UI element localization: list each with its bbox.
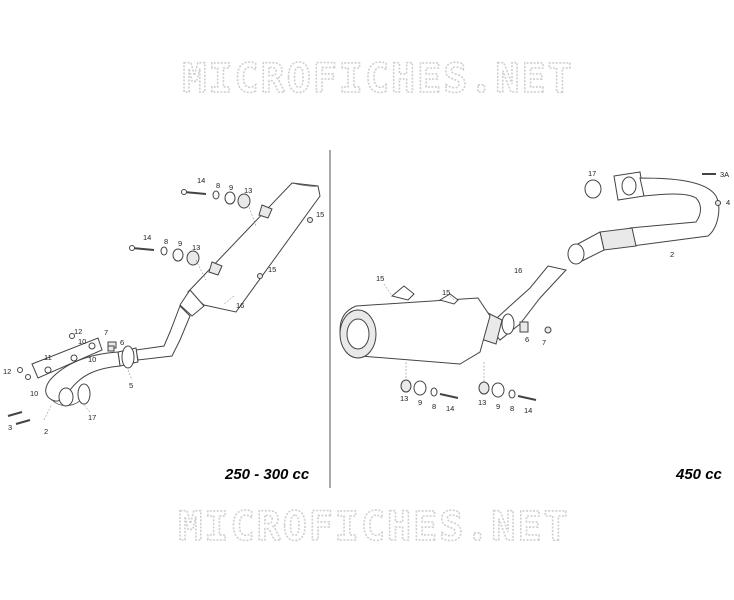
callout-12: 12 xyxy=(3,367,11,376)
callout-15: 15 xyxy=(376,274,384,283)
callout-6: 6 xyxy=(120,338,124,347)
right-gasket xyxy=(584,179,602,199)
left-panel-label: 250 - 300 cc xyxy=(224,466,310,483)
callout-16: 16 xyxy=(514,266,522,275)
callout-9: 9 xyxy=(229,183,233,192)
right-bolt-set-a xyxy=(400,379,459,399)
callout-14: 14 xyxy=(197,176,205,185)
callout-15: 15 xyxy=(316,210,324,219)
callout-13: 13 xyxy=(400,394,408,403)
callout-10: 10 xyxy=(30,389,38,398)
right-panel-label: 450 cc xyxy=(675,466,723,483)
callout-15: 15 xyxy=(442,288,450,297)
callout-8: 8 xyxy=(432,402,436,411)
callout-10: 10 xyxy=(78,337,86,346)
watermark-bottom: MICROFICHES.NET xyxy=(178,504,569,550)
callout-17: 17 xyxy=(588,169,596,178)
callout-14: 14 xyxy=(524,406,532,415)
right-bolt-set-b xyxy=(478,381,537,401)
callout-12: 12 xyxy=(74,327,82,336)
right-clamp xyxy=(501,313,515,335)
callout-2: 2 xyxy=(670,250,674,259)
watermark-top: MICROFICHES.NET xyxy=(182,56,573,102)
callout-8: 8 xyxy=(164,237,168,246)
right-header-pipe xyxy=(567,171,720,265)
callout-3a: 3A xyxy=(720,170,729,179)
right-muffler xyxy=(339,285,491,365)
left-callouts: 14 8 9 13 15 14 8 9 13 15 16 12 10 7 6 1… xyxy=(3,176,324,436)
callout-3: 3 xyxy=(8,423,12,432)
callout-7: 7 xyxy=(542,338,546,347)
right-panel: 17 3A 4 2 16 15 15 6 7 13 9 8 14 13 9 8 … xyxy=(339,169,730,483)
callout-6: 6 xyxy=(525,335,529,344)
left-panel: 14 8 9 13 15 14 8 9 13 15 16 12 10 7 6 1… xyxy=(3,176,324,483)
left-clamp xyxy=(107,341,135,369)
callout-10: 10 xyxy=(88,355,96,364)
callout-4: 4 xyxy=(726,198,730,207)
left-bolt-set-upper xyxy=(181,189,251,209)
left-bolt-set-lower xyxy=(129,245,200,266)
callout-8: 8 xyxy=(510,404,514,413)
callout-14: 14 xyxy=(446,404,454,413)
left-nut-15b xyxy=(257,273,263,279)
callout-9: 9 xyxy=(178,239,182,248)
callout-13: 13 xyxy=(244,186,252,195)
callout-13: 13 xyxy=(192,243,200,252)
callout-13: 13 xyxy=(478,398,486,407)
left-gasket xyxy=(77,383,91,405)
callout-9: 9 xyxy=(496,402,500,411)
callout-14: 14 xyxy=(143,233,151,242)
callout-17: 17 xyxy=(88,413,96,422)
callout-5: 5 xyxy=(129,381,133,390)
callout-9: 9 xyxy=(418,398,422,407)
left-studs xyxy=(7,411,31,425)
callout-2: 2 xyxy=(44,427,48,436)
left-nut-15a xyxy=(307,217,313,223)
callout-7: 7 xyxy=(104,328,108,337)
callout-16: 16 xyxy=(236,301,244,310)
callout-15: 15 xyxy=(268,265,276,274)
left-heat-shield xyxy=(31,337,103,379)
callout-8: 8 xyxy=(216,181,220,190)
callout-11: 11 xyxy=(44,353,52,362)
right-callouts: 17 3A 4 2 16 15 15 6 7 13 9 8 14 13 9 8 … xyxy=(376,169,730,415)
left-muffler xyxy=(179,182,321,317)
